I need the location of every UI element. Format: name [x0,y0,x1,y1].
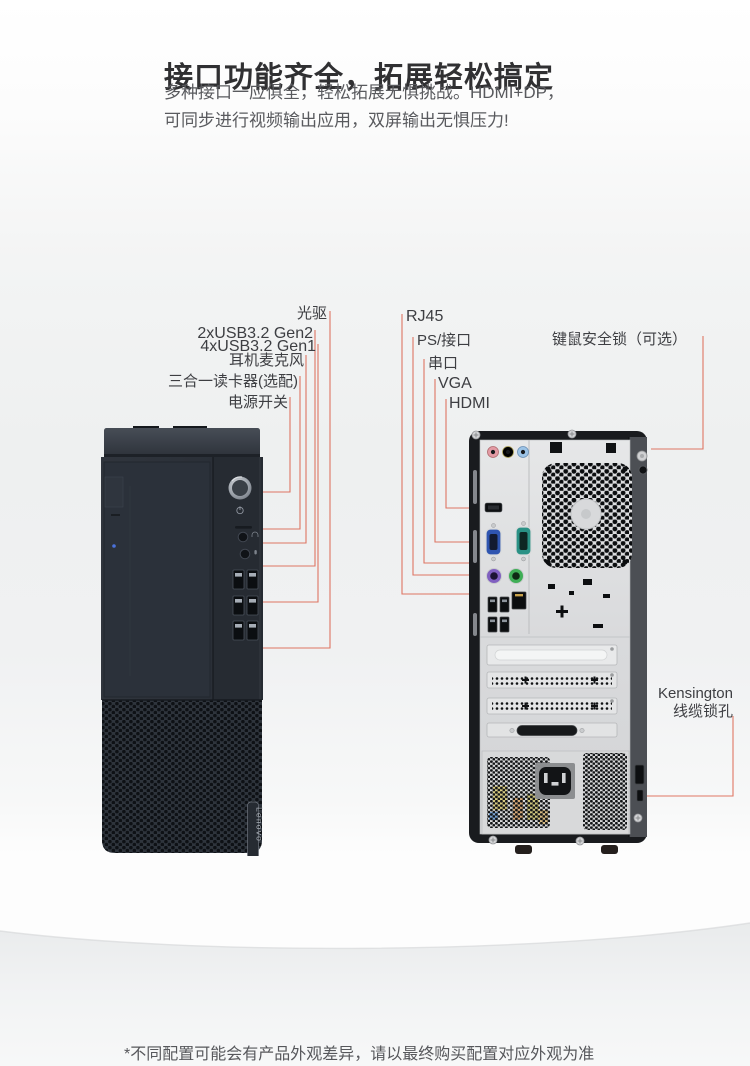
power-supply-unit [481,750,630,835]
expansion-slot-vented [486,697,618,715]
leader-kensington [647,716,734,797]
ps2-ports [486,568,524,584]
front-tower-top-cap [104,426,260,457]
disclaimer-footnote: *不同配置可能会有产品外观差异，请以最终购买配置对应外观为准 [124,1046,595,1063]
rear-tower [469,429,648,854]
label-vga: VGA [438,375,472,392]
mic-icon [254,550,257,555]
optical-drive-door [103,461,211,698]
label-usb-gen1: 4xUSB3.2 Gen1 [200,338,316,355]
power-icon [236,506,244,515]
subtitle-line-1: 多种接口一应俱全，轻松拓展无惧挑战。HDMI+DP， [164,83,564,102]
rear-side-panel-strip [629,437,647,837]
front-tower: Lenovo [101,426,263,856]
label-power-switch: 电源开关 [227,394,288,411]
vga-port [485,523,502,562]
label-kensington: Kensington 线缆锁孔 [658,685,733,721]
usb-port [246,595,259,616]
hdmi-port [484,502,503,513]
leader-security-lock [651,336,704,450]
lenovo-logo-badge: Lenovo [247,801,264,856]
label-security-lock: 键鼠安全锁（可选） [552,331,688,348]
front-usb-ports [232,569,259,641]
frame-latch-slits [473,470,477,636]
label-card-reader: 三合一读卡器(选配) [168,373,298,390]
card-reader-slot [235,526,252,529]
padlock-loop [634,764,645,785]
usb-port [232,569,245,590]
usb-port [232,595,245,616]
expansion-slot-vented [486,671,618,689]
usb-port [232,620,245,641]
headphone-mic-jacks [237,531,259,560]
usb-port [246,620,259,641]
label-ps2: PS/接口 [417,332,472,349]
label-optical-drive: 光驱 [296,305,327,322]
label-kensington-line2: 线缆锁孔 [672,703,733,720]
serial-port [515,521,532,562]
rear-usb-ports [487,596,510,633]
label-rj45: RJ45 [406,308,444,325]
panel-cutout [606,443,616,453]
security-lock-anchor [636,450,648,475]
rear-fan-grille [542,463,632,568]
usb-port [246,569,259,590]
floor-curve [0,922,750,1066]
subtitle-line-2: 可同步进行视频输出应用，双屏输出无惧压力! [164,111,509,130]
label-usb-gen2: 2xUSB3.2 Gen2 [197,325,313,342]
lenovo-logo-text: Lenovo [255,807,264,842]
psu-vent-mesh [487,753,627,830]
label-headphone-mic: 耳机麦克风 [228,352,304,369]
label-hdmi: HDMI [449,395,490,412]
expansion-slot-covers [486,644,618,738]
front-mesh-grille [102,699,262,853]
kensington-slot [636,789,644,802]
expansion-slot-blank [486,644,618,666]
tower-feet [515,845,618,854]
power-button [228,476,252,500]
label-serial: 串口 [428,355,459,372]
drive-activity-led [112,544,116,548]
power-inlet-c14 [535,763,575,799]
rj45-port [511,591,527,610]
label-kensington-line1: Kensington [657,685,733,702]
panel-cutout [550,442,562,453]
panel-vents-cutouts [548,579,610,628]
page-title: 接口功能齐全，拓展轻松搞定 [164,62,555,95]
parallel-port-slot [486,722,618,738]
rear-audio-jacks [487,446,529,458]
page-subtitle: 多种接口一应俱全，轻松拓展无惧挑战。HDMI+DP， 可同步进行视频输出应用，双… [164,79,564,135]
headphone-icon [251,531,259,537]
